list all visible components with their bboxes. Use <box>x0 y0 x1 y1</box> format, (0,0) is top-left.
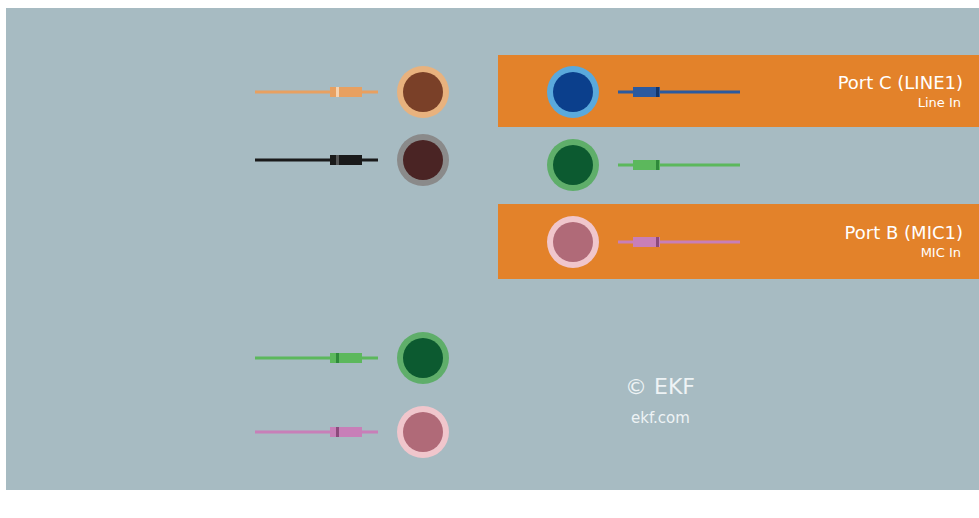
audio-cable <box>255 427 378 437</box>
audio-cable <box>618 237 740 247</box>
audio-cable <box>255 353 378 363</box>
audio-jack <box>397 134 449 186</box>
port-name: Port C (LINE1) <box>838 72 963 94</box>
port-band: Port C (LINE1)Line In <box>640 55 979 127</box>
audio-jack <box>547 139 599 191</box>
band-fill <box>498 204 979 279</box>
audio-jack <box>397 406 449 458</box>
url-watermark: ekf.com <box>631 409 690 428</box>
port-name: Port B (MIC1) <box>845 222 963 244</box>
audio-jack <box>397 332 449 384</box>
audio-jack <box>547 216 599 268</box>
audio-cable <box>255 155 378 165</box>
copyright-watermark: © EKF <box>625 374 695 400</box>
port-band: Port B (MIC1)MIC In <box>640 204 979 279</box>
port-function: Line In <box>918 94 961 111</box>
port-function: MIC In <box>921 244 961 261</box>
panel-ground <box>6 8 979 490</box>
audio-cable <box>618 87 740 97</box>
audio-jack <box>397 66 449 118</box>
audio-jack <box>547 66 599 118</box>
audio-cable <box>255 87 378 97</box>
audio-cable <box>618 160 740 170</box>
band-fill <box>498 55 979 127</box>
